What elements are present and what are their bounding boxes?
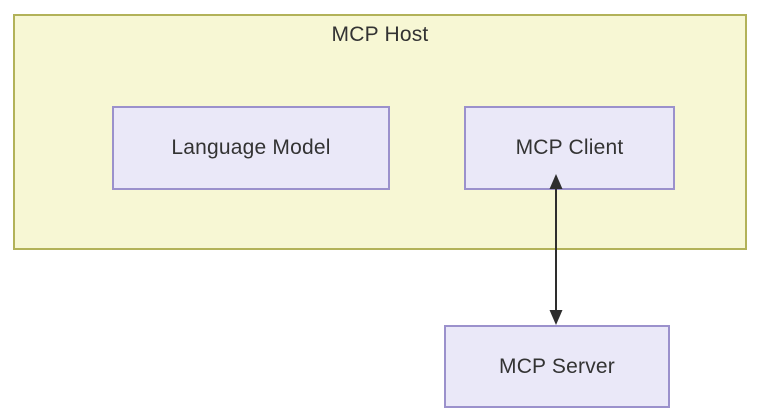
mcp-host-container: MCP Host Language Model MCP Client — [13, 14, 747, 250]
arrow-head-down — [549, 310, 563, 325]
node-language-model-label: Language Model — [171, 136, 331, 159]
mcp-host-title: MCP Host — [331, 23, 429, 46]
node-mcp-client: MCP Client — [464, 106, 675, 190]
node-mcp-client-label: MCP Client — [515, 136, 624, 159]
node-language-model: Language Model — [112, 106, 390, 190]
node-mcp-server-label: MCP Server — [499, 354, 615, 378]
node-mcp-server: MCP Server — [444, 325, 670, 408]
client-server-bidirectional-arrow-icon — [549, 174, 563, 325]
arrow-head-up — [549, 174, 563, 189]
